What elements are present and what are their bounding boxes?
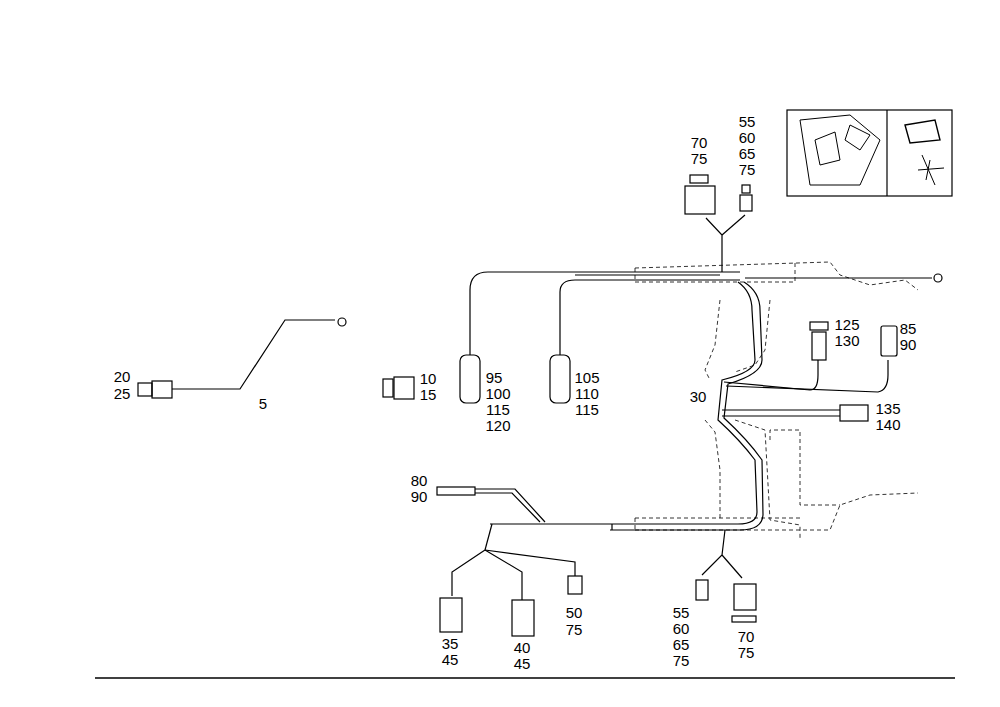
- callout-number: 60: [672, 621, 691, 637]
- callout-number: 90: [899, 337, 918, 353]
- callout-number: 65: [738, 146, 757, 162]
- callout-number: 130: [833, 333, 860, 349]
- callout-number: 60: [738, 130, 757, 146]
- callout-number: 15: [419, 387, 438, 403]
- callout-number: 75: [565, 622, 584, 638]
- callout-number: 25: [113, 386, 132, 402]
- callout-number: 90: [410, 489, 429, 505]
- callout-number: 85: [899, 321, 918, 337]
- callout-number: 50: [565, 605, 584, 621]
- callout-number: 75: [738, 162, 757, 178]
- callout-number: 135: [874, 401, 901, 417]
- callout-number: 125: [833, 317, 860, 333]
- callout-number: 20: [113, 369, 132, 385]
- callout-number: 140: [874, 417, 901, 433]
- callout-number: 75: [737, 645, 756, 661]
- callout-number: 115: [574, 402, 600, 418]
- callout-number: 65: [672, 637, 691, 653]
- callout-number: 75: [672, 653, 691, 669]
- callout-number: 70: [690, 135, 709, 151]
- callout-number: 10: [419, 371, 438, 387]
- callout-number: 35: [441, 636, 460, 652]
- callout-number: 100: [484, 386, 511, 402]
- callout-number: 120: [484, 418, 511, 434]
- callout-number: 75: [690, 151, 709, 167]
- callout-number: 5: [258, 396, 268, 412]
- callout-number: 115: [485, 402, 511, 418]
- callout-number: 105: [573, 370, 600, 386]
- callout-number: 95: [485, 370, 504, 386]
- callout-number: 55: [738, 114, 757, 130]
- callout-number: 45: [441, 652, 460, 668]
- callout-number: 30: [689, 389, 708, 405]
- callout-number: 70: [737, 629, 756, 645]
- callout-number: 110: [574, 386, 600, 402]
- callout-number: 55: [672, 605, 691, 621]
- callout-number: 40: [513, 640, 532, 656]
- callout-number: 45: [513, 656, 532, 672]
- callout-number: 80: [410, 473, 429, 489]
